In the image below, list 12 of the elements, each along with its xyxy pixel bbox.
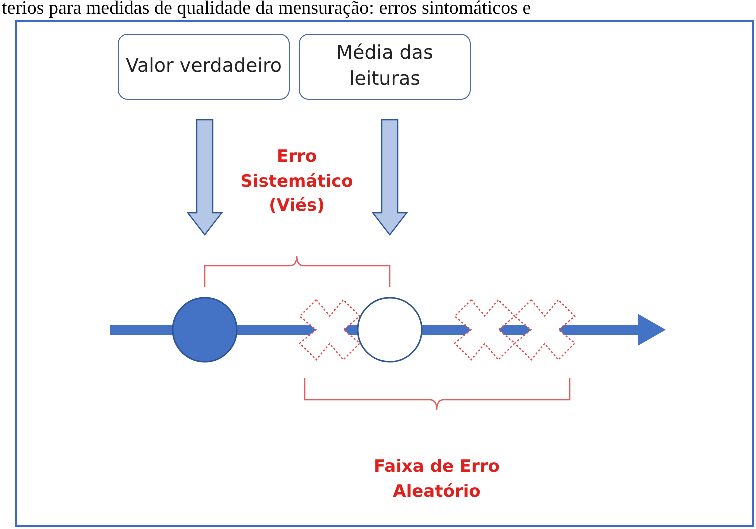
reading-cross-mark bbox=[299, 299, 361, 361]
reading-cross-mark bbox=[514, 299, 576, 361]
figure-caption: terios para medidas de qualidade da mensuração: erros sintomáticos e bbox=[2, 0, 532, 20]
annotation-text: Faixa de Erro Aleatório bbox=[373, 456, 501, 504]
reading-cross-mark bbox=[454, 299, 516, 361]
true-value-dot bbox=[172, 297, 238, 363]
block-arrow bbox=[186, 119, 224, 236]
label-box: Valor verdadeiro bbox=[118, 34, 290, 100]
annotation-text: Erro Sistemático (Viés) bbox=[240, 146, 354, 218]
block-arrow bbox=[372, 119, 408, 236]
mean-reading-dot bbox=[357, 297, 423, 363]
label-box: Média das leituras bbox=[299, 34, 471, 100]
